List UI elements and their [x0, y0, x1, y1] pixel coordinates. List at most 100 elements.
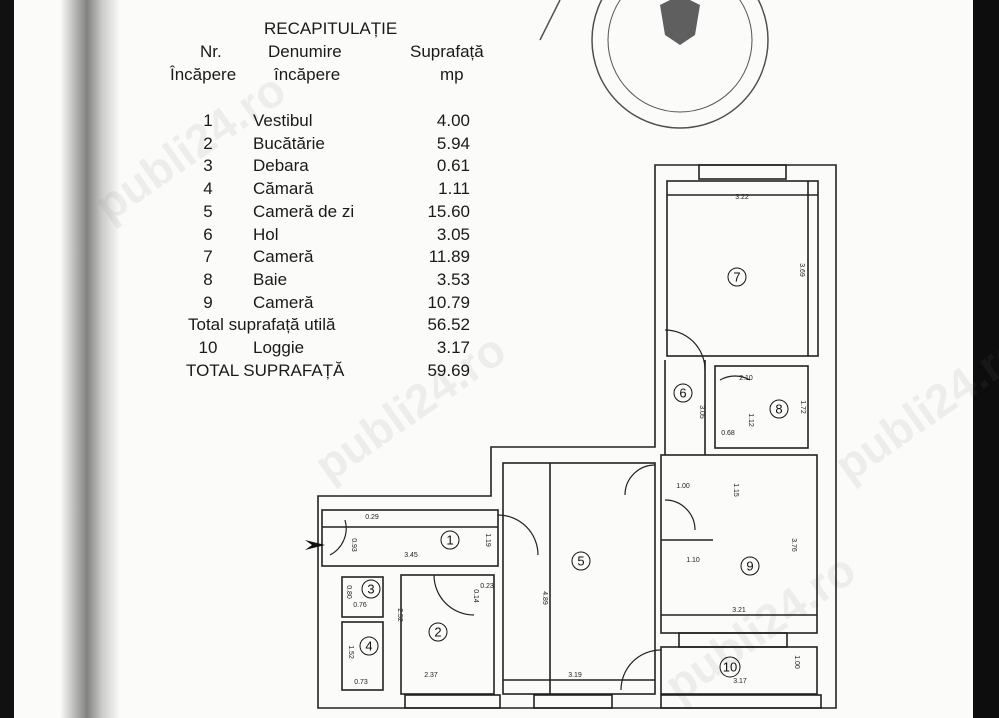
room-area: 10.79	[427, 292, 470, 312]
dimension-label: 3.22	[735, 194, 749, 201]
room-10	[660, 646, 818, 695]
dimension-label: 0.73	[354, 679, 368, 686]
room-7	[666, 180, 819, 357]
room-number-circle	[571, 551, 591, 571]
dimension-label: 1.15	[732, 483, 739, 497]
room-nr: 5	[203, 201, 213, 221]
room-area: 5.94	[436, 133, 470, 153]
room-area: 1.11	[438, 179, 470, 199]
header-nr-2: Încăpere	[170, 65, 237, 84]
table-row: 3 Debara 0.61	[170, 155, 470, 177]
room-number-circle	[428, 622, 448, 642]
dimension-label: 4.89	[541, 591, 548, 605]
room-2	[400, 574, 495, 695]
room-area: 3.53	[436, 269, 470, 289]
room-area: 0.61	[436, 156, 470, 176]
room-number-circle	[673, 383, 693, 403]
useful-total-row: Total suprafață utilă 56.52	[170, 314, 470, 336]
header-nr: Nr.	[200, 42, 222, 61]
room-area: 4.00	[436, 111, 470, 130]
room-4	[341, 621, 384, 691]
window	[533, 694, 613, 709]
signature	[539, 0, 561, 41]
room-number-circle	[361, 579, 381, 599]
room-nr: 6	[203, 224, 213, 244]
dimension-label: 3.05	[698, 405, 705, 419]
room-number: 6	[679, 386, 686, 401]
grand-total-label: TOTAL SUPRAFAȚĂ	[186, 361, 345, 380]
room-1	[321, 509, 499, 567]
room-name: Hol	[253, 224, 279, 244]
coat-of-arms-icon	[660, 0, 700, 45]
room-nr: 9	[203, 292, 213, 312]
room-9	[660, 454, 818, 634]
dimension-label: 2.10	[739, 375, 753, 382]
header-name: Denumire	[268, 42, 342, 61]
door-swing	[329, 329, 751, 691]
room-8	[714, 365, 809, 449]
scan-smear	[60, 0, 120, 718]
room-number-circle	[740, 556, 760, 576]
useful-total-label: Total suprafață utilă	[188, 315, 336, 334]
room-number-circle	[359, 636, 379, 656]
useful-total-area: 56.52	[427, 315, 470, 334]
header-area: Suprafață	[410, 42, 484, 61]
grand-total-area: 59.69	[427, 361, 470, 380]
room-area: 15.60	[427, 201, 470, 221]
dimension-label: 3.76	[790, 538, 797, 552]
loggia-nr: 10	[198, 338, 218, 357]
room-name: Debara	[253, 156, 309, 176]
dimension-label: 1.52	[347, 645, 354, 659]
room-number: 1	[446, 533, 453, 548]
room-number: 4	[365, 639, 372, 654]
room-number-circle	[769, 399, 789, 419]
dimension-label: 3.69	[798, 263, 805, 277]
entry-arrow-icon	[305, 540, 325, 550]
window	[660, 694, 822, 709]
header-name-2: încăpere	[274, 65, 341, 84]
room-name: Cameră	[253, 247, 314, 267]
room-3	[341, 576, 384, 618]
room-name: Baie	[253, 269, 288, 289]
room-number: 8	[775, 402, 782, 417]
room-number: 10	[723, 660, 737, 675]
room-name: Vestibul	[253, 111, 313, 130]
dimension-label: 0.76	[353, 602, 367, 609]
loggia-name: Loggie	[253, 338, 305, 357]
room-nr: 8	[203, 269, 213, 289]
room-number-circle	[719, 656, 741, 678]
room-nr: 4	[203, 179, 213, 199]
room-number: 7	[733, 270, 740, 285]
window	[404, 694, 501, 709]
dimension-label: 1.00	[793, 655, 800, 669]
dimension-label: 3.19	[568, 672, 582, 679]
table-row: 1 Vestibul 4.00	[170, 110, 470, 132]
dimension-label: 3.17	[733, 678, 747, 685]
dimension-label: 0.23	[480, 583, 494, 590]
room-name: Cameră	[253, 292, 314, 312]
dimension-label: 0.14	[472, 589, 479, 603]
dimension-label: 1.10	[686, 557, 700, 564]
room-number: 9	[746, 559, 753, 574]
window	[678, 632, 788, 648]
dimension-label: 2.52	[396, 608, 403, 622]
room-number-circle	[727, 267, 747, 287]
loggia-area: 3.17	[436, 338, 470, 357]
room-name: Cămară	[253, 179, 314, 199]
table-row: 4 Cămară 1.11	[170, 178, 470, 200]
scan-edge-right	[973, 0, 999, 718]
window	[698, 164, 787, 180]
room-number: 3	[367, 582, 374, 597]
room-nr: 1	[203, 111, 213, 130]
table-row: 9 Cameră 10.79	[170, 292, 470, 314]
dimension-label: 2.37	[424, 672, 438, 679]
table-row: 8 Baie 3.53	[170, 269, 470, 291]
room-nr: 2	[203, 133, 213, 153]
room-nr: 3	[203, 156, 213, 176]
room-5	[502, 462, 656, 695]
room-nr: 7	[203, 247, 213, 267]
